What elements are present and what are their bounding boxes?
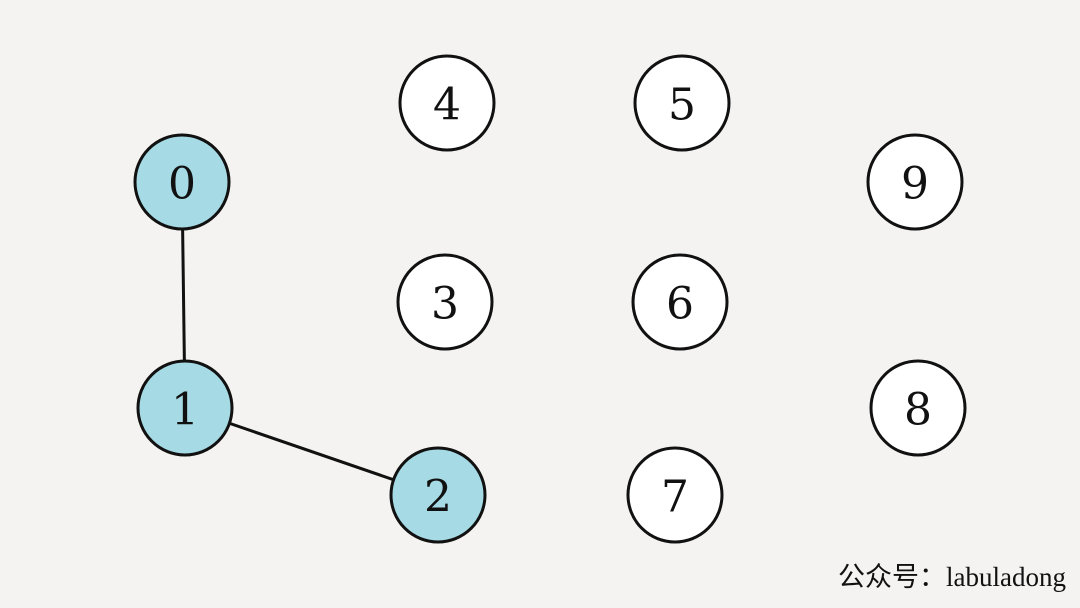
watermark: 公众号：labuladong	[838, 562, 1066, 592]
node-4: 4	[398, 54, 496, 152]
node-9: 9	[866, 133, 964, 231]
node-circle	[396, 253, 494, 351]
node-circle	[398, 54, 496, 152]
node-label: 5	[668, 80, 696, 131]
node-circle	[869, 359, 967, 457]
node-label: 0	[168, 159, 196, 210]
node-label: 1	[171, 385, 199, 436]
node-label: 4	[433, 80, 461, 131]
node-circle	[866, 133, 964, 231]
node-circle	[133, 133, 231, 231]
edges	[180, 181, 439, 497]
node-circle	[136, 359, 234, 457]
node-label: 7	[661, 472, 689, 523]
node-8: 8	[869, 359, 967, 457]
node-circle	[389, 446, 487, 544]
node-0: 0	[133, 133, 231, 231]
node-2: 2	[389, 446, 487, 544]
node-label: 2	[424, 472, 452, 523]
node-6: 6	[631, 253, 729, 351]
node-circle	[633, 54, 731, 152]
node-label: 9	[901, 159, 929, 210]
node-label: 6	[666, 279, 694, 330]
node-7: 7	[626, 446, 724, 544]
node-label: 8	[904, 385, 932, 436]
nodes: 0 1 2 3 4 5 6 7 8 9	[133, 54, 967, 544]
node-1: 1	[136, 359, 234, 457]
node-label: 3	[431, 279, 459, 330]
node-circle	[631, 253, 729, 351]
node-circle	[626, 446, 724, 544]
node-5: 5	[633, 54, 731, 152]
node-3: 3	[396, 253, 494, 351]
